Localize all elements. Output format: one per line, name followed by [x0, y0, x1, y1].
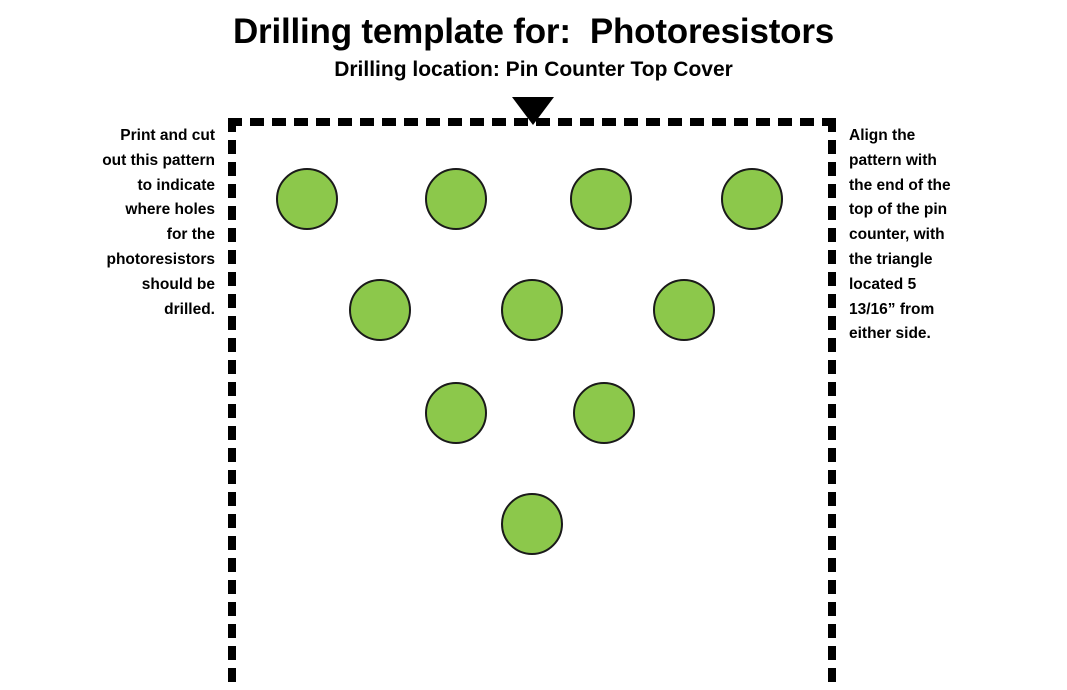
- note-line: should be: [141, 275, 215, 293]
- drill-hole: [653, 279, 715, 341]
- drill-hole: [721, 168, 783, 230]
- note-line: Print and cut: [120, 127, 215, 144]
- triangle-down-icon: [512, 97, 554, 125]
- page-subtitle: Drilling location: Pin Counter Top Cover: [334, 58, 733, 81]
- cut-line-left: [228, 118, 236, 690]
- drill-hole: [425, 382, 487, 444]
- note-line: the triangle: [849, 250, 933, 268]
- note-line: where holes: [125, 201, 215, 219]
- drill-hole: [570, 168, 632, 230]
- note-line: Align the: [849, 127, 916, 144]
- note-line: out this pattern: [102, 151, 215, 169]
- drill-hole: [276, 168, 338, 230]
- cut-line-right: [828, 118, 836, 690]
- note-line: drilled.: [164, 300, 215, 318]
- drill-hole: [425, 168, 487, 230]
- drill-hole: [501, 279, 563, 341]
- note-line: photoresistors: [106, 250, 215, 268]
- note-line: counter, with: [849, 226, 945, 244]
- note-line: 13/16” from: [849, 300, 935, 318]
- note-line: located 5: [849, 275, 917, 293]
- note-line: for the: [166, 226, 215, 244]
- note-line: either side.: [849, 325, 931, 343]
- page-title: Drilling template for: Photoresistors: [232, 12, 835, 51]
- drill-hole: [573, 382, 635, 444]
- alignment-instructions: Align the pattern with the end of the top o…: [849, 124, 1009, 347]
- note-line: pattern with: [849, 151, 937, 169]
- drill-hole: [501, 493, 563, 555]
- note-line: top of the pin: [849, 201, 948, 219]
- note-line: to indicate: [137, 176, 215, 194]
- note-line: the end of the: [849, 176, 951, 194]
- print-and-cut-instructions: Print and cut out this pattern to indicate…: [20, 124, 215, 322]
- drill-hole: [349, 279, 411, 341]
